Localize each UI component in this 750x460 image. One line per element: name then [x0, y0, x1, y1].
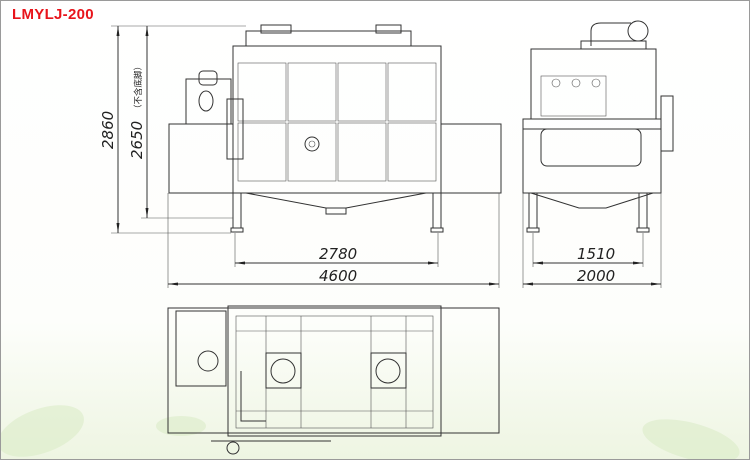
- dim-height-without-feet: 2650: [128, 121, 146, 159]
- dim-overall-height: 2860: [99, 111, 117, 149]
- dim-leg-span-width: 1510: [577, 245, 615, 263]
- panel-grid: [237, 62, 437, 182]
- background-leaves: [1, 405, 740, 459]
- dim-leg-span-length: 2780: [319, 245, 357, 263]
- dim-overall-length: 4600: [319, 267, 357, 285]
- dim-height-note: （不含底脚）: [133, 62, 144, 113]
- model-title: LMYLJ-200: [12, 6, 94, 23]
- dimension-lines: [111, 25, 662, 288]
- front-view: [168, 24, 502, 233]
- side-view: [522, 20, 674, 233]
- plan-view: [167, 305, 500, 455]
- dim-overall-width: 2000: [577, 267, 615, 285]
